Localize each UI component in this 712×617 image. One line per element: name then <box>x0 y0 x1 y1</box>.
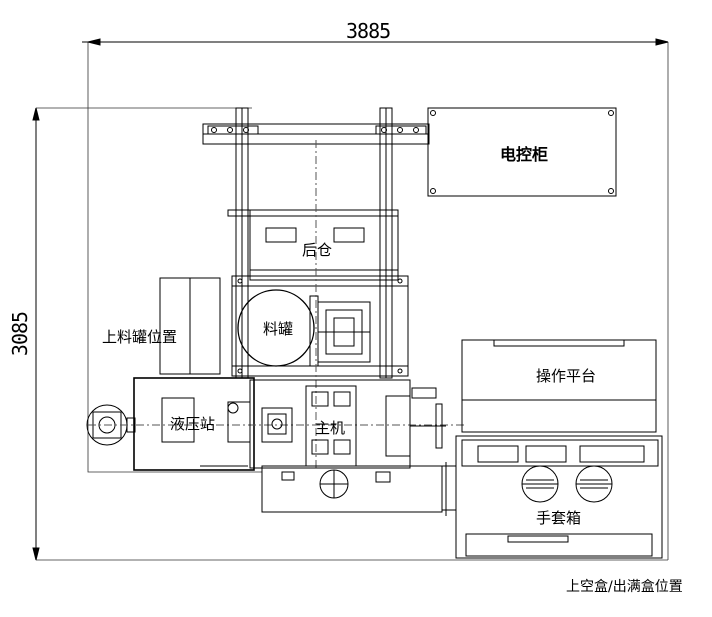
material-tank-label: 料罐 <box>263 320 294 338</box>
material-tank-shape <box>237 289 315 367</box>
main-machine-label: 主机 <box>315 419 346 437</box>
glove-box-unit <box>455 435 663 559</box>
loading-tank-box <box>159 277 221 375</box>
electric-cabinet-label: 电控柜 <box>500 145 549 164</box>
operation-platform-box <box>461 339 657 433</box>
operation-platform-label: 操作平台 <box>536 367 597 385</box>
center-lines <box>88 140 466 470</box>
glove-box-label: 手套箱 <box>536 509 582 527</box>
rear-bin <box>227 209 399 281</box>
electric-cabinet <box>427 107 617 197</box>
width-dimension-line <box>82 38 669 46</box>
loading-tank-position-label: 上料罐位置 <box>102 328 178 346</box>
top-frame <box>202 107 430 379</box>
hydraulic-station-box <box>133 377 255 471</box>
machine-base <box>261 462 457 516</box>
tank-mechanism <box>309 295 371 367</box>
rear-bin-label: 后仓 <box>302 241 333 259</box>
hydraulic-station-label: 液压站 <box>170 415 216 433</box>
box-position-label: 上空盒/出满盒位置 <box>566 579 683 595</box>
height-dimension-line <box>32 107 40 561</box>
width-dimension-label: 3885 <box>346 19 391 43</box>
footprint-outline <box>36 42 669 561</box>
mid-frame <box>231 275 409 377</box>
height-dimension-label: 3085 <box>8 311 33 357</box>
